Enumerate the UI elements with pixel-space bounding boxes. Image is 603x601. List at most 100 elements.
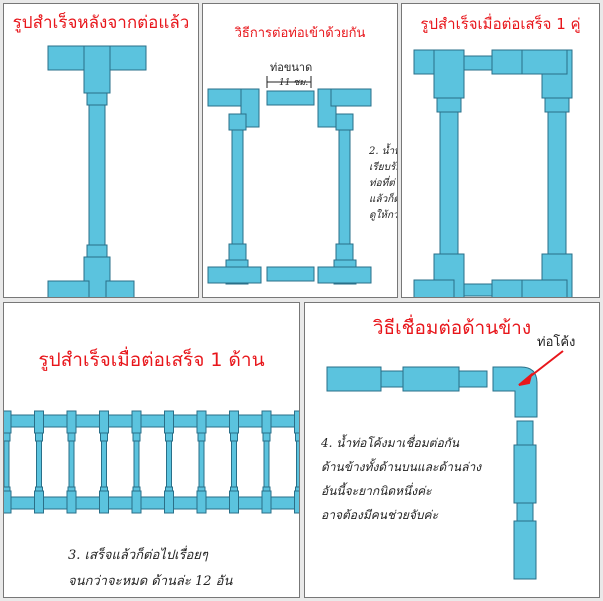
bottom-tee bbox=[164, 490, 174, 514]
panel-title: รูปสำเร็จเมื่อต่อเสร็จ 1 คู่ bbox=[420, 15, 581, 33]
left-vertical bbox=[231, 129, 244, 245]
loose-pipe-bottom bbox=[266, 266, 315, 282]
top-tee bbox=[229, 410, 239, 434]
horizontal-joint-1 bbox=[380, 370, 404, 388]
panel-finished-one-pair: รูปสำเร็จเมื่อต่อเสร็จ 1 คู่ bbox=[401, 3, 600, 298]
pipe-pair-diagram bbox=[413, 49, 573, 297]
vertical-pipe bbox=[36, 440, 42, 488]
bottom-tee bbox=[34, 490, 44, 514]
bottom-center-pipe bbox=[463, 283, 493, 297]
bottom-tee bbox=[261, 490, 272, 514]
top-right-joint bbox=[335, 113, 354, 131]
vertical-pipe bbox=[166, 440, 172, 488]
vertical-joint-1 bbox=[516, 420, 534, 446]
top-joint bbox=[67, 432, 76, 442]
top-tee bbox=[196, 410, 207, 434]
arrow-head bbox=[518, 372, 533, 386]
top-left-arm bbox=[47, 45, 90, 71]
top-left-joint bbox=[436, 97, 462, 113]
vertical-pipe-2 bbox=[513, 520, 537, 580]
top-right-arm bbox=[330, 88, 372, 107]
bottom-tee bbox=[294, 490, 299, 514]
bottom-left-arm bbox=[413, 279, 455, 297]
vertical-pipe bbox=[68, 440, 75, 488]
top-joint bbox=[295, 432, 299, 442]
vertical-pipe bbox=[101, 440, 107, 488]
panel-title: วิธีการต่อท่อเข้าด้วยกัน bbox=[234, 26, 366, 41]
pipe-size-value: 11 ซม. bbox=[279, 78, 309, 88]
top-joint bbox=[35, 432, 43, 442]
horizontal-joint-2 bbox=[458, 370, 488, 388]
panel-how-to-join: วิธีการต่อท่อเข้าด้วยกัน ท่อขนาด 11 ซม. … bbox=[202, 3, 398, 298]
top-joint bbox=[132, 432, 141, 442]
top-tee bbox=[66, 410, 77, 434]
top-joint bbox=[165, 432, 173, 442]
top-rail bbox=[4, 414, 299, 428]
horizontal-pipe-2 bbox=[402, 366, 460, 392]
bottom-left-arm bbox=[207, 266, 262, 284]
bottom-tee bbox=[4, 490, 12, 514]
vertical-pipe bbox=[133, 440, 140, 488]
panel-side-connection: วิธีเชื่อมต่อด้านข้าง ท่อโค้ง 4. น้ำท่อโ… bbox=[304, 302, 600, 598]
bottom-right-arm bbox=[317, 266, 372, 284]
right-vertical bbox=[547, 111, 567, 255]
elbow-pipe-label: ท่อโค้ง bbox=[537, 335, 576, 350]
top-joint bbox=[230, 432, 238, 442]
vertical-pipe bbox=[231, 440, 237, 488]
vertical-pipe bbox=[4, 440, 10, 488]
bottom-rail bbox=[4, 496, 299, 510]
bottom-tee bbox=[66, 490, 77, 514]
panel-title: รูปสำเร็จเมื่อต่อเสร็จ 1 ด้าน bbox=[38, 349, 265, 371]
elbow-connection-diagram bbox=[326, 350, 564, 580]
arrow-line bbox=[526, 350, 564, 380]
top-tee bbox=[4, 410, 12, 434]
panel-finished-one-side: รูปสำเร็จเมื่อต่อเสร็จ 1 ด้าน 3. เสร็จแล… bbox=[3, 302, 300, 598]
vertical-pipe bbox=[263, 440, 270, 488]
bottom-tee bbox=[99, 490, 109, 514]
top-joint bbox=[86, 92, 108, 106]
top-right-arm bbox=[521, 49, 568, 75]
instruction-note-3: 3. เสร็จแล้วก็ต่อไปเรื่อยๆ จนกว่าจะหมด ด… bbox=[68, 548, 233, 589]
vertical-joint-2 bbox=[516, 502, 534, 522]
panel-title: รูปสำเร็จหลังจากต่อแล้ว bbox=[12, 13, 190, 33]
top-joint bbox=[100, 432, 108, 442]
panel-finished-after-joining: รูปสำเร็จหลังจากต่อแล้ว bbox=[3, 3, 199, 298]
bottom-left-joint bbox=[228, 243, 247, 261]
panel-title: วิธีเชื่อมต่อด้านข้าง bbox=[372, 317, 532, 339]
bottom-left-arm bbox=[47, 280, 90, 297]
top-left-joint bbox=[228, 113, 247, 131]
vertical-pipe bbox=[88, 104, 106, 246]
pipe-ladder-diagram bbox=[4, 410, 299, 514]
horizontal-pipe-1 bbox=[326, 366, 382, 392]
left-vertical bbox=[439, 111, 459, 255]
bottom-tee bbox=[131, 490, 142, 514]
top-tee bbox=[294, 410, 299, 434]
loose-pipe-top bbox=[266, 90, 315, 106]
top-center-pipe bbox=[463, 55, 493, 71]
top-right-arm bbox=[105, 45, 147, 71]
pipe-size-label: ท่อขนาด bbox=[270, 61, 313, 74]
top-tee bbox=[131, 410, 142, 434]
top-tee bbox=[261, 410, 272, 434]
top-tee bbox=[99, 410, 109, 434]
bottom-joint bbox=[86, 244, 108, 258]
bottom-right-joint bbox=[335, 243, 354, 261]
bottom-tee bbox=[196, 490, 207, 514]
top-tee bbox=[164, 410, 174, 434]
bottom-right-arm bbox=[105, 280, 135, 297]
top-left-tee bbox=[433, 49, 465, 99]
bottom-right-arm bbox=[521, 279, 568, 297]
vertical-pipe-1 bbox=[513, 444, 537, 504]
top-joint bbox=[4, 432, 11, 442]
vertical-pipe bbox=[198, 440, 205, 488]
right-vertical bbox=[338, 129, 351, 245]
bottom-tee bbox=[229, 490, 239, 514]
top-tee bbox=[83, 45, 111, 94]
top-joint bbox=[197, 432, 206, 442]
top-joint bbox=[262, 432, 271, 442]
top-right-joint bbox=[544, 97, 570, 113]
vertical-pipe bbox=[296, 440, 299, 488]
instruction-note-4: 4. น้ำท่อโค้งมาเชื่อมต่อกัน ด้านข้างทั้ง… bbox=[321, 436, 482, 522]
top-tee bbox=[34, 410, 44, 434]
i-frame-pipe-diagram bbox=[47, 45, 147, 297]
